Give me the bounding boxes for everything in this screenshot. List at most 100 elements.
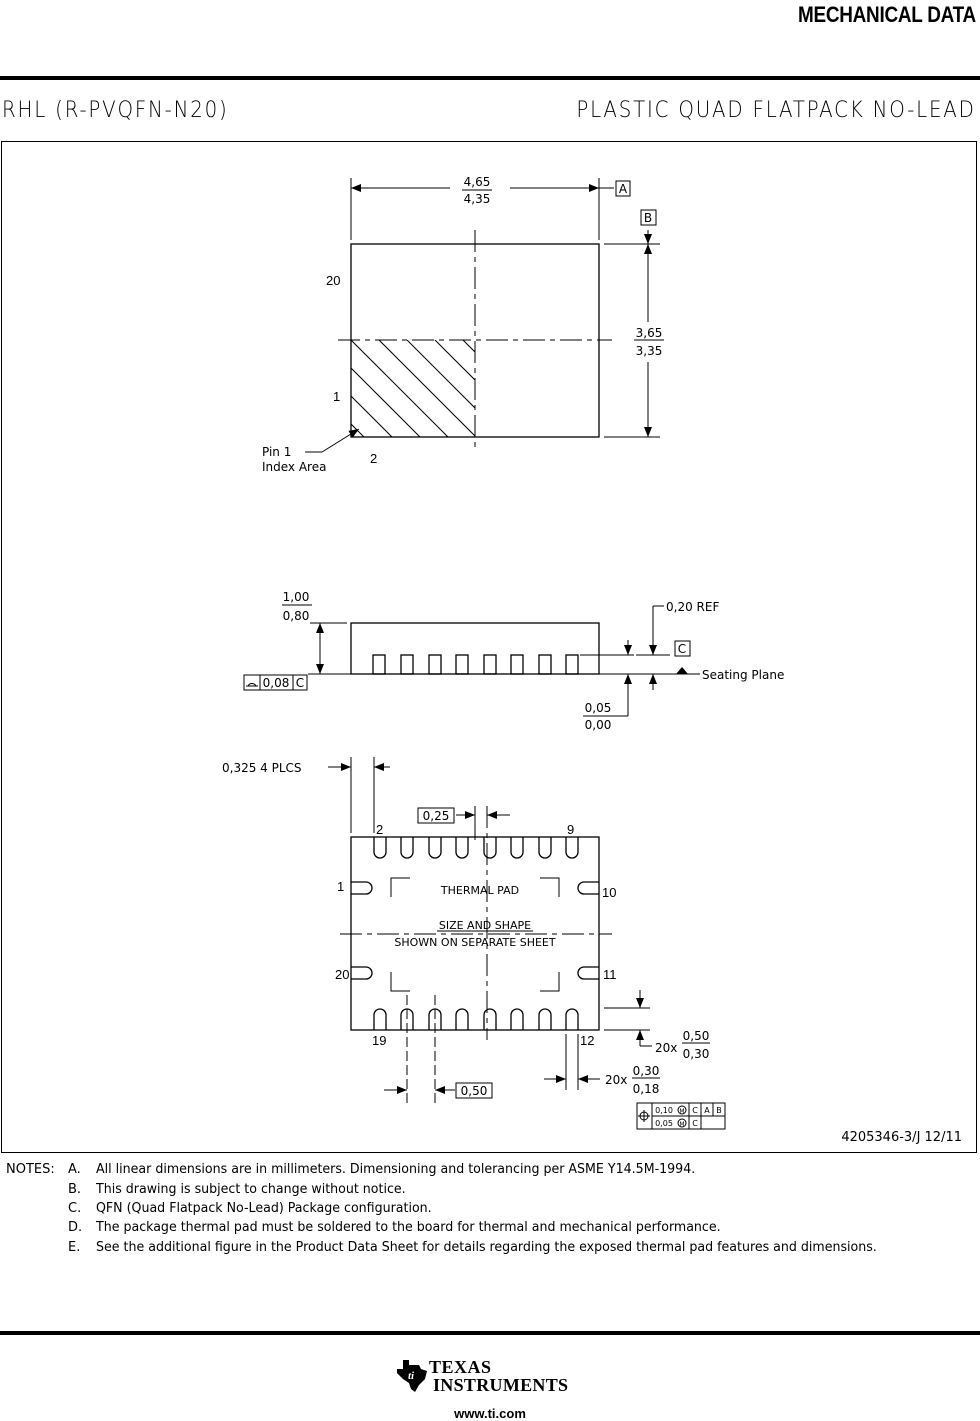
pin-label-20: 20 bbox=[326, 273, 340, 288]
top-view: 4,65 4,35 A B 3,65 3,35 20 1 2 Pin 1 Ind… bbox=[262, 175, 664, 474]
tol-row1-value: 0,10 bbox=[655, 1106, 673, 1115]
flatness-datum: C bbox=[296, 676, 304, 690]
bottom-rule bbox=[0, 1331, 980, 1335]
mmc-modifier-letter-2: M bbox=[679, 1121, 684, 1128]
height-max: 3,65 bbox=[636, 326, 663, 340]
mechanical-drawing: 4,65 4,35 A B 3,65 3,35 20 1 2 Pin 1 Ind… bbox=[222, 175, 962, 1145]
drawing-frame bbox=[1, 141, 977, 1153]
standoff-min: 0,00 bbox=[585, 718, 612, 732]
note-text: QFN (Quad Flatpack No-Lead) Package conf… bbox=[96, 1200, 432, 1216]
side-view: 1,00 0,80 0,08 C 0,20 REF C Seating Plan… bbox=[243, 590, 784, 732]
top-pads bbox=[373, 837, 579, 859]
thermal-pad-outline bbox=[390, 877, 560, 992]
flatness-value: 0,08 bbox=[263, 676, 290, 690]
lead-length-count: 20x bbox=[655, 1041, 677, 1055]
pin-label-2: 2 bbox=[370, 451, 377, 466]
package-description: PLASTIC QUAD FLATPACK NO-LEAD bbox=[576, 98, 976, 123]
thickness-max: 1,00 bbox=[283, 590, 310, 604]
notes-header: NOTES: bbox=[6, 1162, 55, 1178]
datum-c-box bbox=[674, 640, 691, 657]
pin1-index-label-1: Pin 1 bbox=[262, 445, 291, 459]
note-text: This drawing is subject to change withou… bbox=[96, 1181, 406, 1197]
note-item: E. See the additional figure in the Prod… bbox=[6, 1238, 976, 1257]
pin-label-19: 19 bbox=[372, 1033, 386, 1048]
datum-b-box bbox=[640, 209, 657, 226]
note-item: B. This drawing is subject to change wit… bbox=[6, 1179, 976, 1198]
pin1-hatch bbox=[351, 340, 475, 437]
tol-row2-value: 0,05 bbox=[655, 1119, 673, 1128]
seating-plane-label: Seating Plane bbox=[702, 668, 784, 682]
note-text: See the additional figure in the Product… bbox=[96, 1239, 877, 1255]
pin1-index-label-2: Index Area bbox=[262, 460, 326, 474]
side-pads bbox=[351, 881, 599, 980]
bottom-pads bbox=[373, 1008, 579, 1030]
datum-triangle-icon bbox=[676, 667, 688, 674]
pin-label-1: 1 bbox=[333, 389, 340, 404]
note-letter: D. bbox=[68, 1220, 83, 1236]
lead-width-max: 0,30 bbox=[633, 1064, 660, 1078]
lead-length-min: 0,30 bbox=[683, 1047, 710, 1061]
side-leads bbox=[372, 654, 579, 675]
note-letter: A. bbox=[68, 1162, 81, 1178]
package-code: RHL (R-PVQFN-N20) bbox=[2, 98, 229, 123]
width-max: 4,65 bbox=[464, 175, 491, 189]
lead-width-min: 0,18 bbox=[633, 1082, 660, 1096]
pin-label-9: 9 bbox=[567, 822, 574, 837]
ti-state-icon: ti bbox=[397, 1360, 427, 1392]
note-item: D. The package thermal pad must be solde… bbox=[6, 1218, 976, 1237]
pad-offset-box bbox=[417, 807, 455, 824]
ti-logo: ti TEXAS INSTRUMENTS bbox=[395, 1357, 585, 1397]
tol-row1-d2: A bbox=[704, 1106, 710, 1115]
pin-label-20: 20 bbox=[335, 967, 349, 982]
corner-dimension: 0,325 4 PLCS bbox=[222, 761, 302, 775]
drawing-number: 4205346-3/J 12/11 bbox=[841, 1130, 962, 1145]
thickness-min: 0,80 bbox=[283, 609, 310, 623]
thermal-pad-label: THERMAL PAD bbox=[440, 884, 519, 897]
website-link[interactable]: www.ti.com bbox=[454, 1406, 526, 1421]
tol-row1-d1: C bbox=[692, 1106, 698, 1115]
pin-label-2: 2 bbox=[376, 822, 383, 837]
lead-width-count: 20x bbox=[605, 1073, 627, 1087]
datum-a: A bbox=[619, 182, 628, 196]
bottom-view: THERMAL PAD SIZE AND SHAPE SHOWN ON SEPA… bbox=[222, 757, 726, 1130]
tol-row2-d1: C bbox=[692, 1119, 698, 1128]
notes-section: NOTES: A. All linear dimensions are in m… bbox=[6, 1160, 976, 1257]
position-tolerance-frame: 0,10 M C A B 0,05 M C bbox=[636, 1102, 726, 1130]
note-letter: E. bbox=[68, 1239, 81, 1255]
pitch-box bbox=[455, 1082, 493, 1099]
standoff-max: 0,05 bbox=[585, 701, 612, 715]
height-min: 3,35 bbox=[636, 344, 663, 358]
flatness-frame bbox=[243, 674, 308, 691]
note-letter: C. bbox=[68, 1200, 82, 1216]
logo-line-1: TEXAS bbox=[429, 1357, 492, 1377]
page-header-title: MECHANICAL DATA bbox=[798, 2, 976, 27]
pitch-value: 0,50 bbox=[461, 1084, 488, 1098]
package-outline-side bbox=[350, 622, 600, 675]
pad-offset: 0,25 bbox=[423, 809, 450, 823]
pin-label-10: 10 bbox=[602, 885, 616, 900]
top-rule bbox=[0, 76, 980, 80]
datum-c: C bbox=[678, 642, 686, 656]
profile-symbol-icon bbox=[246, 683, 258, 687]
note-text: The package thermal pad must be soldered… bbox=[96, 1220, 721, 1236]
mmc-modifier-icon-2 bbox=[677, 1118, 687, 1128]
note-item: NOTES: A. All linear dimensions are in m… bbox=[6, 1160, 976, 1179]
note-text: All linear dimensions are in millimeters… bbox=[96, 1162, 696, 1178]
svg-text:ti: ti bbox=[408, 1370, 415, 1382]
mmc-modifier-letter: M bbox=[679, 1108, 684, 1115]
tol-row1-d3: B bbox=[716, 1106, 722, 1115]
size-shape-line2: SHOWN ON SEPARATE SHEET bbox=[394, 936, 555, 949]
pin-label-12: 12 bbox=[580, 1033, 594, 1048]
ref-label: 0,20 REF bbox=[666, 600, 719, 614]
size-shape-line1: SIZE AND SHAPE bbox=[439, 919, 531, 932]
width-min: 4,35 bbox=[464, 192, 491, 206]
datum-a-box bbox=[615, 180, 631, 197]
datum-b: B bbox=[644, 211, 652, 225]
lead-length-max: 0,50 bbox=[683, 1029, 710, 1043]
note-item: C. QFN (Quad Flatpack No-Lead) Package c… bbox=[6, 1199, 976, 1218]
note-letter: B. bbox=[68, 1181, 82, 1197]
mmc-modifier-icon bbox=[677, 1105, 687, 1115]
pin-label-1: 1 bbox=[337, 879, 344, 894]
pin-label-11: 11 bbox=[603, 967, 617, 982]
logo-line-2: INSTRUMENTS bbox=[433, 1375, 569, 1395]
